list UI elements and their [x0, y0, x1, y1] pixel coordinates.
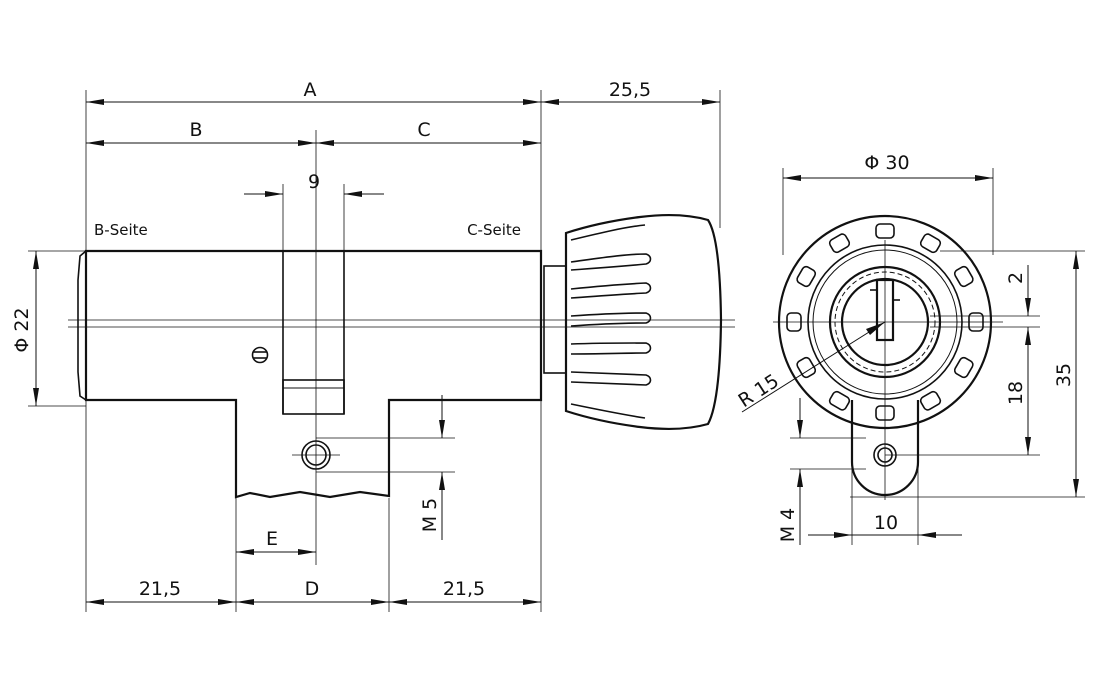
- dimension-lines: [35, 101, 720, 603]
- dim-c-label: C: [417, 119, 430, 141]
- dim-diameter-label: Φ 22: [11, 307, 33, 352]
- rosette-notch: [786, 312, 802, 332]
- mounting-lug: [850, 400, 920, 497]
- dim-d-label: D: [305, 578, 320, 600]
- dim-b-label: B: [189, 119, 202, 141]
- screw-icon: [251, 346, 269, 364]
- side-view: A 25,5 B C 9 B-Seite C-Seite Φ 22 M 5 E …: [11, 79, 735, 612]
- rosette-notches: [786, 223, 984, 421]
- cylinder-left-end: [77, 250, 87, 401]
- rosette-notch: [828, 390, 851, 411]
- rosette-notch: [953, 356, 974, 379]
- rosette-notch: [796, 356, 817, 379]
- rosette-notch: [919, 390, 942, 411]
- dim-cam-label: 9: [308, 171, 320, 193]
- c-side-label: C-Seite: [467, 221, 521, 239]
- dim-10-label: 10: [874, 512, 898, 534]
- front-view: Φ 30 2 18 35 R 15 M 4 10: [735, 152, 1085, 545]
- dim-left-label: 21,5: [139, 578, 181, 600]
- dim-35-label: 35: [1053, 363, 1075, 387]
- rosette-notch: [828, 233, 851, 254]
- arrowheads: [33, 99, 720, 605]
- dim-18-label: 18: [1005, 381, 1027, 405]
- dim-knob-label: 25,5: [609, 79, 651, 101]
- rosette-inner-ring: [807, 244, 963, 400]
- dim-thread-label: M 4: [777, 508, 799, 543]
- threaded-hole: [292, 440, 340, 470]
- front-arrowheads: [783, 175, 1079, 538]
- knob: [543, 214, 723, 430]
- dim-right-label: 21,5: [443, 578, 485, 600]
- dim-a-label: A: [304, 79, 317, 101]
- front-centre-lines: [773, 240, 1003, 500]
- front-extension-lines: [782, 168, 1085, 545]
- dim-e-label: E: [266, 528, 278, 550]
- rosette-notch: [875, 223, 895, 239]
- rosette-outer: [777, 214, 993, 430]
- dim-screw-label: M 5: [419, 498, 441, 533]
- cylinder-body: [84, 249, 543, 499]
- cam-slot: [282, 251, 345, 415]
- rosette-notch: [968, 312, 984, 332]
- dim-2-label: 2: [1005, 272, 1027, 284]
- extension-lines: [28, 90, 721, 612]
- radius-leader: [741, 321, 886, 413]
- dim-diameter-30-label: Φ 30: [864, 152, 909, 174]
- rosette-notch: [953, 265, 974, 288]
- keyway: [875, 278, 895, 342]
- rosette-notch: [796, 265, 817, 288]
- cylinder-core: [828, 265, 942, 379]
- rosette-notch: [875, 405, 895, 421]
- dim-radius-label: R 15: [735, 370, 783, 412]
- b-side-label: B-Seite: [94, 221, 148, 239]
- lug-hole: [873, 443, 897, 467]
- rosette-notch: [919, 233, 942, 254]
- centre-lines: [68, 130, 735, 565]
